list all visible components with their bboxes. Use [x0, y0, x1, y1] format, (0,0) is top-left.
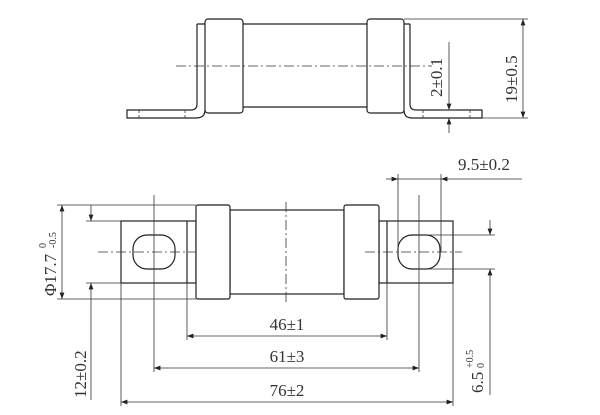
right-terminal-bracket: [403, 23, 483, 119]
dim-overall-length: 76±2: [270, 381, 305, 400]
fuse-body: [243, 23, 367, 108]
dim-slot-width-lower-tol: 0: [476, 363, 487, 368]
dim-slot-spacing: 9.5±0.2: [458, 155, 510, 174]
dim-tab-thickness: 2±0.1: [427, 58, 446, 97]
dim-slot-width-upper-tol: +0.5: [465, 350, 476, 368]
left-end-cap: [195, 204, 231, 300]
side-view: 19±0.5 2±0.1: [126, 18, 528, 133]
dim-slot-width: 6.5: [468, 372, 487, 393]
dim-diameter-lower-tol: -0.5: [48, 232, 59, 248]
dim-diameter: Φ17.7: [41, 253, 60, 296]
dim-hole-pitch: 61±3: [270, 347, 305, 366]
dim-height: 19±0.5: [502, 55, 521, 103]
dim-tab-width: 12±0.2: [71, 350, 90, 398]
dim-diameter-upper-tol: 0: [38, 243, 49, 248]
dim-body-length: 46±1: [270, 315, 305, 334]
right-end-cap: [366, 18, 405, 114]
top-view: 46±1 61±3 76±2 9.5±0.2 Φ17.7 0 -0.5 12±0…: [38, 155, 522, 406]
left-terminal-bracket: [126, 23, 206, 119]
fuse-body: [229, 209, 345, 295]
